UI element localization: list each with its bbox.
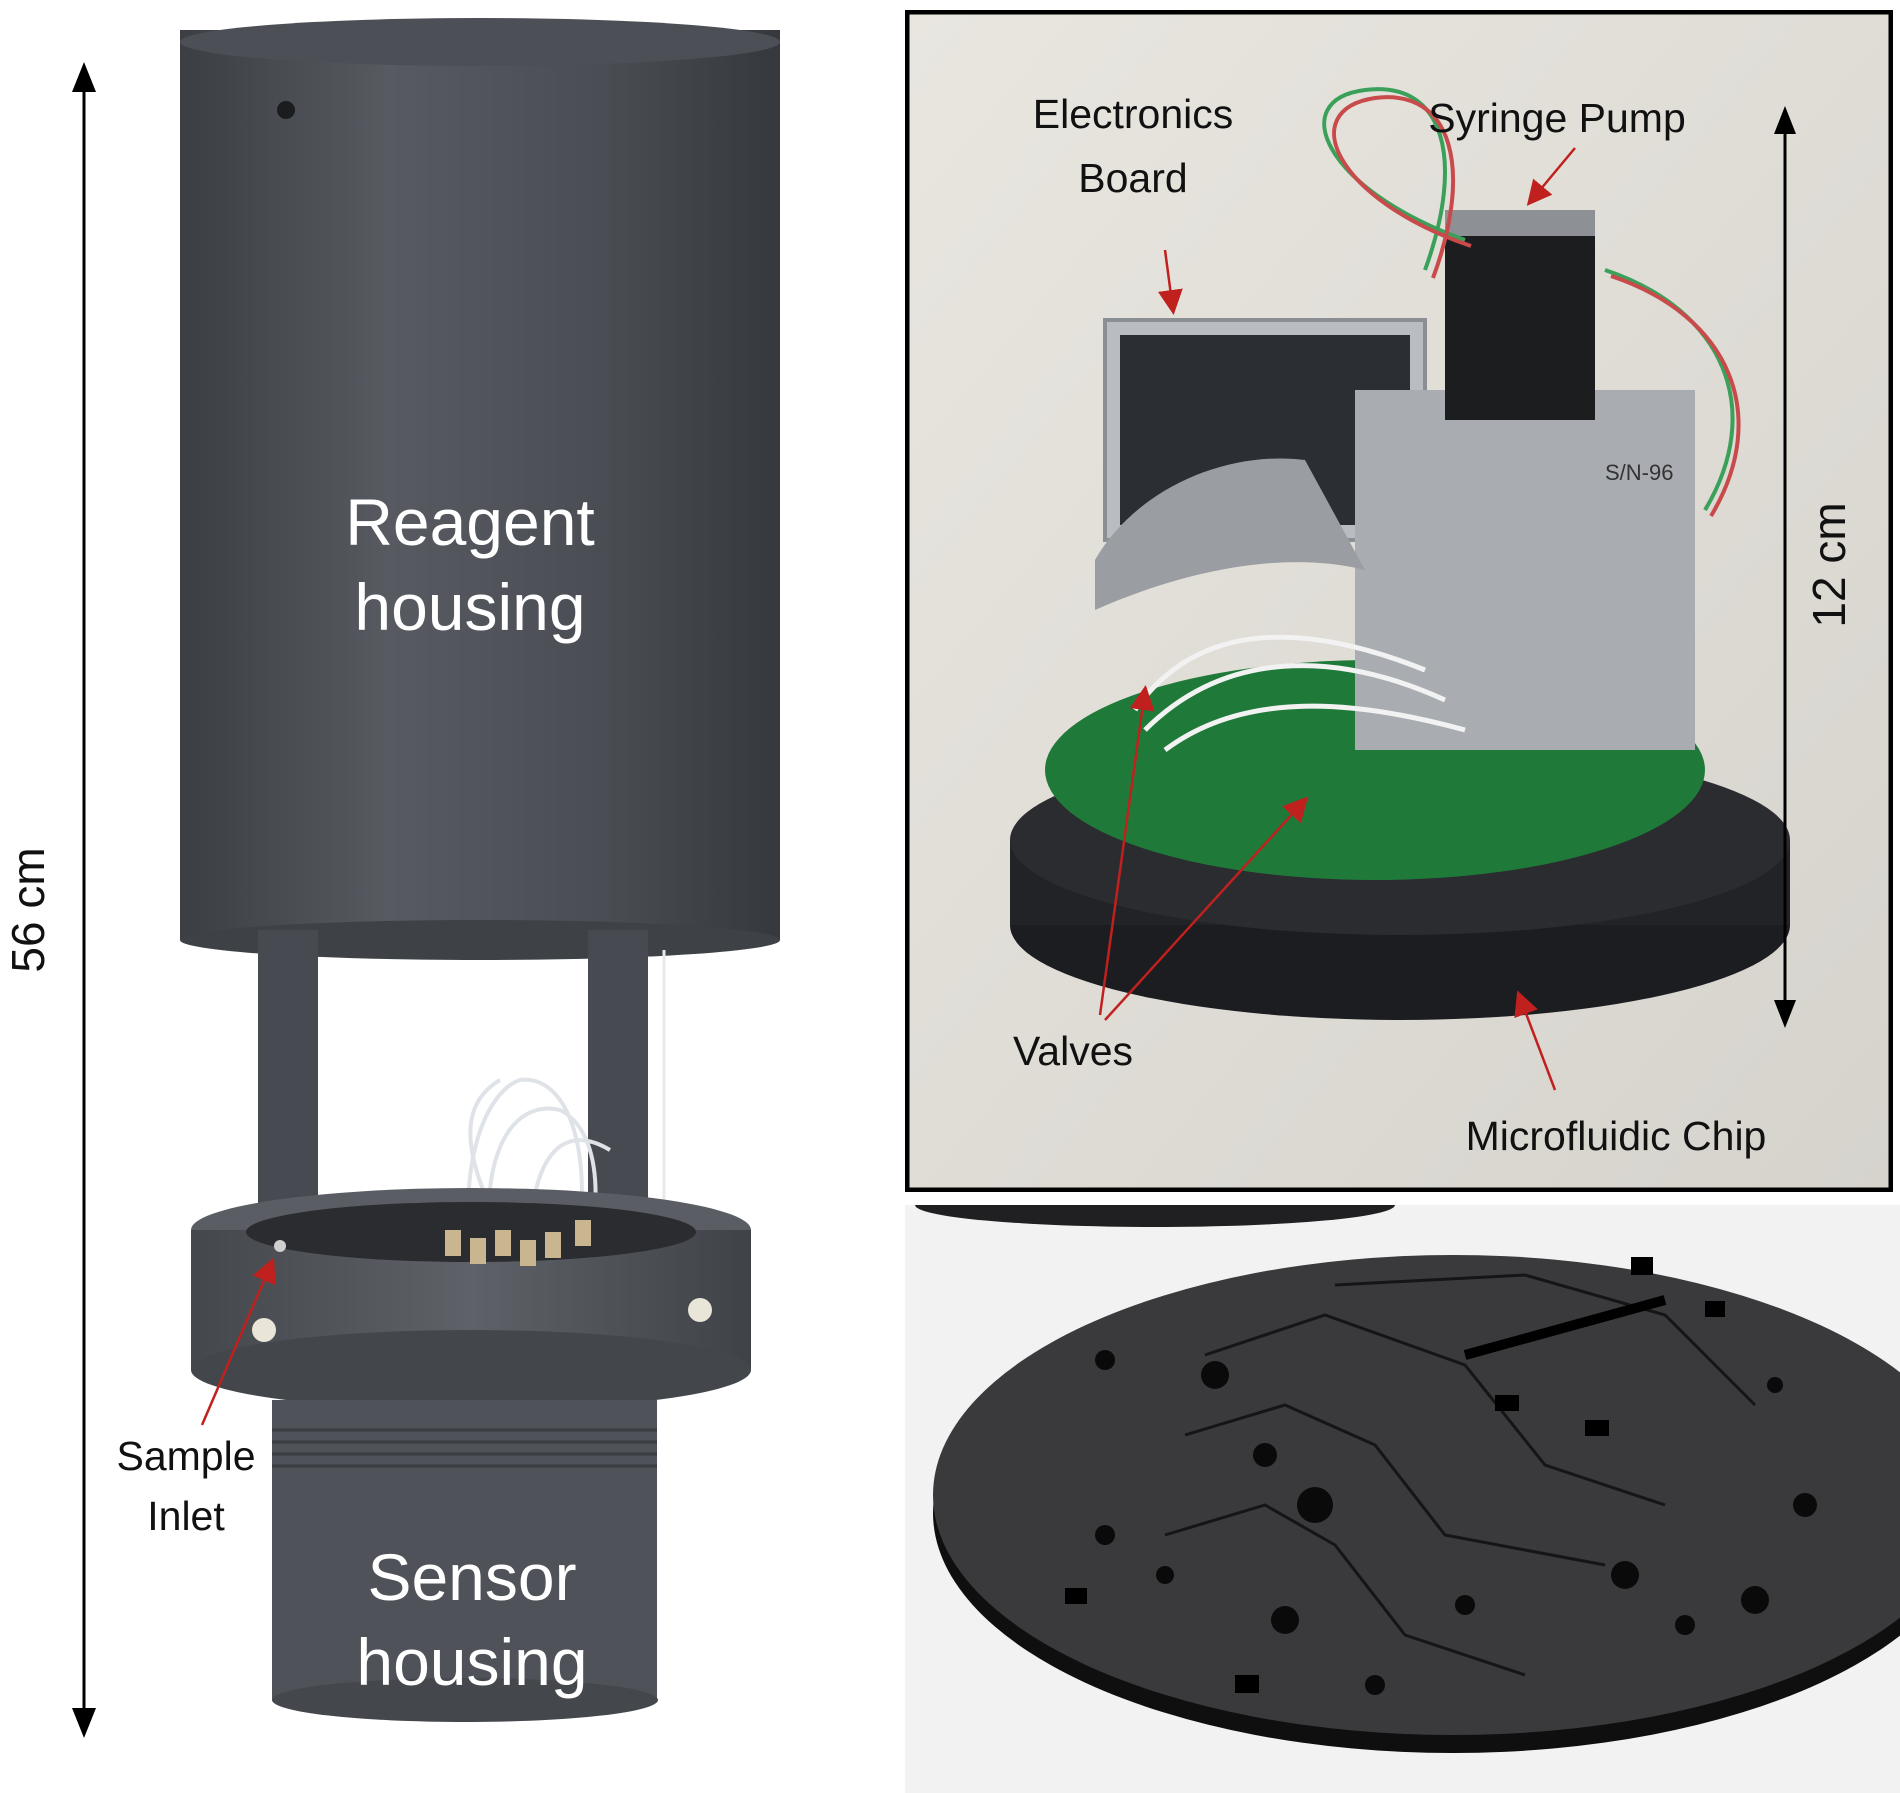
syringe-pump-arrow — [1526, 147, 1576, 206]
main-channel — [1463, 1295, 1667, 1360]
microfluidic-channels — [1164, 1273, 1757, 1677]
chip-ports — [1065, 1257, 1725, 1693]
syringe-pump-motor — [1445, 220, 1595, 420]
reagent-label-line1: Reagent — [345, 485, 595, 559]
pump-wires — [1322, 87, 1741, 518]
sensor-label-line2: housing — [356, 1625, 587, 1699]
housing-collar — [191, 1188, 751, 1410]
chip-holes — [1095, 1350, 1817, 1695]
syringe-pump-label: Syringe Pump — [1428, 95, 1686, 141]
second-disc-edge — [915, 1205, 1395, 1227]
chip-photo-panel — [905, 1205, 1900, 1793]
height-dimension-arrow — [72, 62, 96, 1738]
screw-cap — [252, 1318, 276, 1342]
electronics-label-line2: Board — [1078, 155, 1187, 201]
sample-inlet-label-line2: Inlet — [147, 1493, 225, 1539]
pump-cap — [1445, 210, 1595, 236]
assembly-photo-panel: S/N-96 Electronics Board Syringe Pump 12… — [905, 10, 1893, 1192]
height-label-12cm: 12 cm — [1803, 502, 1855, 627]
microfluidic-chip-label: Microfluidic Chip — [1466, 1113, 1767, 1159]
housing-photo: 56 cm — [2, 18, 780, 1738]
reagent-housing — [180, 18, 780, 960]
electronics-label-line1: Electronics — [1033, 91, 1234, 137]
sensor-housing — [272, 1400, 658, 1722]
electronics-arrow — [1157, 249, 1183, 315]
mounting-hole — [277, 101, 295, 119]
ribbon-cable — [1095, 458, 1365, 610]
microfluidic-chip-arrow — [1514, 990, 1557, 1091]
height-label-56cm: 56 cm — [2, 847, 54, 972]
valves-arrow-1 — [1098, 685, 1155, 1016]
chip-disc-top — [933, 1255, 1900, 1735]
screw-cap — [688, 1298, 712, 1322]
chip-photo — [905, 1205, 1900, 1793]
valves-arrow-2 — [1104, 796, 1309, 1021]
valves-label: Valves — [1013, 1028, 1133, 1074]
sample-inlet-port — [274, 1240, 286, 1252]
sensor-label-line1: Sensor — [367, 1540, 576, 1614]
pump-frame — [1355, 390, 1695, 750]
serial-label: S/N-96 — [1605, 460, 1673, 485]
assembly-photo: S/N-96 Electronics Board Syringe Pump 12… — [905, 10, 1893, 1192]
sample-inlet-label-line1: Sample — [116, 1433, 255, 1479]
reagent-label-line2: housing — [354, 570, 585, 644]
housing-photo-panel: 56 cm — [0, 0, 880, 1793]
wire-bundle — [1132, 634, 1466, 753]
height-dimension-arrow-12cm — [1774, 106, 1796, 1028]
sample-inlet-arrow — [200, 1257, 276, 1426]
